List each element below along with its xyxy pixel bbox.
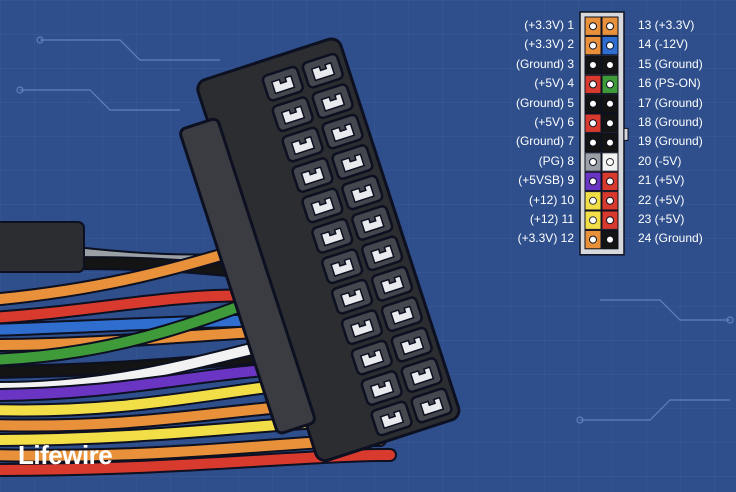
pin-label-9: (+5VSB) 9	[518, 173, 574, 188]
pin-1-hole	[589, 22, 597, 31]
pin-label-2: (+3.3V) 2	[524, 37, 574, 52]
pin-22-hole	[606, 196, 614, 205]
pin-24-hole	[606, 235, 614, 244]
connector-pin-contact	[280, 105, 306, 125]
connector-pin-contact	[359, 348, 385, 369]
lifewire-logo: Lifewire	[18, 440, 113, 470]
pin-label-4: (+5V) 4	[534, 76, 574, 91]
connector-pin-contact	[330, 122, 356, 143]
connector-pin-contact	[350, 183, 375, 204]
pin-10-hole	[589, 196, 597, 205]
pin-label-11: (+12) 11	[529, 212, 574, 226]
connector-pin-contact	[340, 287, 365, 308]
connector-pin-contact	[290, 135, 316, 156]
connector-latch	[179, 117, 316, 435]
pin-16-hole	[606, 80, 614, 89]
pin-label-16: 16 (PS-ON)	[638, 76, 701, 91]
pin-13-hole	[606, 22, 614, 31]
pin-6-hole	[589, 119, 597, 128]
pin-label-5: (Ground) 5	[515, 95, 574, 110]
pinout-grid-latch	[623, 127, 629, 141]
pin-label-15: 15 (Ground)	[638, 56, 703, 71]
connector-pin-contact	[409, 366, 435, 386]
connector-pin-contact	[320, 92, 346, 112]
side-connector	[0, 221, 85, 273]
pin-5-hole	[589, 99, 597, 108]
wire-red	[0, 450, 395, 475]
pin-23-hole	[606, 216, 614, 225]
pin-label-10: (+12) 10	[528, 192, 574, 207]
connector-pin-contact	[300, 166, 326, 186]
connector-pin-contact	[330, 257, 355, 278]
connector-pin-contact	[370, 244, 395, 265]
pin-label-20: 20 (-5V)	[638, 153, 682, 168]
connector-pin-contact	[310, 61, 336, 82]
connector-pin-contact	[340, 153, 366, 173]
pin-15-hole	[606, 61, 614, 69]
pin-20-hole	[606, 158, 614, 166]
pin-3-hole	[589, 61, 597, 69]
pin-label-24: 24 (Ground)	[638, 231, 703, 246]
circuit-traces	[16, 36, 734, 424]
pin-label-22: 22 (+5V)	[638, 192, 685, 207]
connector-pin-contact	[360, 214, 385, 234]
connector-pin-contact	[320, 227, 345, 247]
pin-label-21: 21 (+5V)	[638, 173, 685, 188]
connector-pin-contact	[349, 318, 375, 338]
connector-pin-contact	[389, 305, 415, 325]
pin-label-13: 13 (+3.3V)	[638, 18, 695, 32]
pin-21-hole	[606, 177, 614, 186]
connector-pin-contact	[419, 396, 445, 417]
pin-2-hole	[589, 41, 597, 50]
pin-18-hole	[606, 119, 614, 128]
pin-label-12: (+3.3V) 12	[517, 231, 574, 246]
connector-pin-contact	[379, 274, 405, 295]
pin-label-17: 17 (Ground)	[638, 95, 703, 110]
pin-label-6: (+5V) 6	[534, 115, 574, 129]
pin-17-hole	[606, 99, 614, 108]
pin-9-hole	[589, 177, 597, 186]
pin-8-hole	[589, 158, 597, 166]
connector-pin-contact	[270, 74, 296, 95]
connector-pin-contact	[310, 196, 336, 217]
connector-pin-contact	[369, 379, 395, 399]
pin-label-1: (+3.3V) 1	[524, 18, 574, 32]
connector-pin-contact	[379, 409, 405, 430]
pin-label-18: 18 (Ground)	[638, 115, 703, 129]
pin-11-hole	[589, 216, 597, 225]
atx-24-pin-connector	[179, 37, 461, 463]
pin-label-19: 19 (Ground)	[638, 134, 703, 149]
wire-bundle	[0, 133, 397, 477]
pin-label-7: (Ground) 7	[515, 134, 574, 149]
pinout-grid	[579, 11, 629, 256]
pin-19-hole	[606, 138, 614, 147]
pin-7-hole	[589, 138, 597, 147]
pin-label-23: 23 (+5V)	[638, 212, 685, 226]
pin-label-8: (PG) 8	[538, 153, 574, 168]
pin-12-hole	[589, 235, 597, 244]
pin-label-3: (Ground) 3	[515, 56, 574, 71]
connector-pin-contact	[399, 335, 425, 356]
pin-label-14: 14 (-12V)	[638, 37, 689, 52]
pin-4-hole	[589, 80, 597, 89]
pin-14-hole	[606, 41, 614, 50]
